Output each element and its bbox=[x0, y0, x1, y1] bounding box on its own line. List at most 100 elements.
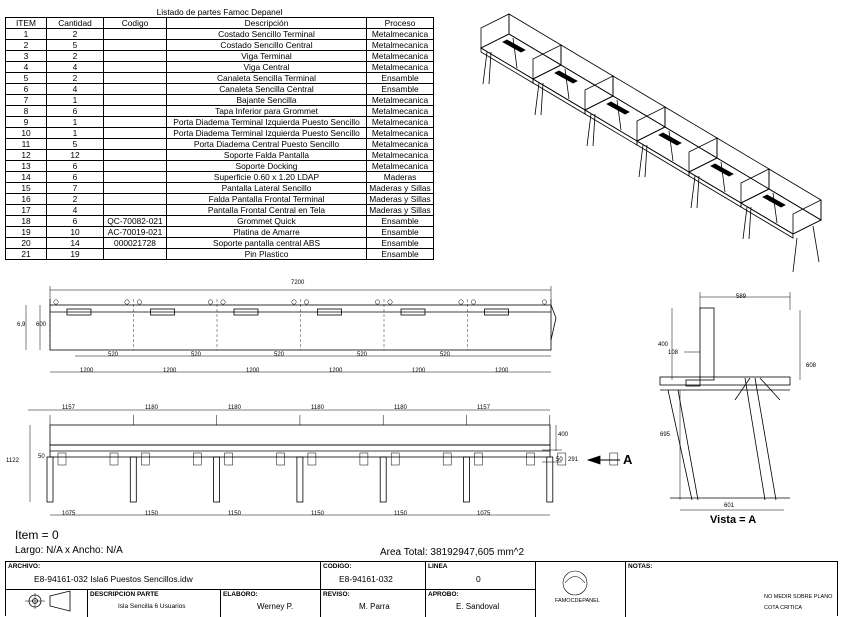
top-gap-dim: 520 bbox=[274, 352, 285, 358]
symbol-cell bbox=[6, 590, 88, 617]
top-module-dim: 1200 bbox=[163, 368, 177, 374]
leg bbox=[129, 456, 137, 503]
front-left-small-dim: 50 bbox=[38, 454, 45, 460]
side-h3-dim: 695 bbox=[660, 432, 671, 438]
side-h2-dim: 608 bbox=[806, 363, 817, 369]
descripcion-value: Isla Sencilla 6 Usuarios bbox=[118, 603, 186, 610]
front-bottom-dim: 1150 bbox=[228, 511, 241, 517]
parts-cell: Ensamble bbox=[366, 248, 434, 260]
leg bbox=[546, 456, 554, 503]
front-bottom-dim: 1075 bbox=[62, 511, 76, 517]
view-arrow-label: A bbox=[623, 452, 633, 467]
title-block: ARCHIVO: E8-94161-032 Isla6 Puestos Senc… bbox=[5, 561, 839, 617]
top-module-dim: 1200 bbox=[80, 368, 94, 374]
side-width-bottom-dim: 601 bbox=[724, 503, 735, 509]
notas-label: NOTAS: bbox=[628, 563, 653, 570]
elaboro-cell: ELABORO: Werney P. bbox=[221, 590, 321, 617]
front-bottom-dim: 1075 bbox=[477, 511, 491, 517]
grommet-slot bbox=[317, 308, 342, 316]
front-right-small-dim: 50 bbox=[556, 457, 563, 463]
front-segment-dim: 1180 bbox=[145, 405, 158, 411]
archivo-value: E8-94161-032 Isla6 Puestos Sencillos.idw bbox=[34, 574, 193, 584]
elaboro-label: ELABORO: bbox=[223, 591, 258, 598]
grommet-slot bbox=[233, 308, 259, 316]
side-d1-dim: 108 bbox=[668, 350, 679, 356]
logo-cell: FAMOCDEPANEL bbox=[536, 562, 626, 617]
front-view bbox=[28, 409, 620, 516]
top-gap-dim: 520 bbox=[357, 352, 368, 358]
grommet-slot bbox=[400, 308, 426, 316]
front-segment-dim: 1157 bbox=[62, 405, 75, 411]
projection-symbol bbox=[25, 590, 71, 612]
top-height-a-dim: 6,9 bbox=[17, 322, 26, 328]
reviso-value: M. Parra bbox=[359, 602, 390, 611]
company-logo bbox=[562, 570, 588, 596]
top-view bbox=[25, 286, 557, 373]
front-bottom-dim: 1150 bbox=[311, 511, 324, 517]
leg bbox=[379, 456, 387, 503]
parts-cell: Pin Plastico bbox=[166, 248, 367, 260]
leg bbox=[296, 456, 304, 503]
leg bbox=[213, 456, 221, 503]
isometric-view bbox=[480, 13, 822, 273]
leg bbox=[46, 456, 54, 503]
reviso-cell: REVISO: M. Parra bbox=[321, 590, 426, 617]
grommet-slot bbox=[150, 308, 175, 316]
archivo-label: ARCHIVO: bbox=[8, 563, 41, 570]
aprobo-cell: APROBO: E. Sandoval bbox=[426, 590, 536, 617]
grommet-slot bbox=[66, 308, 92, 316]
aprobo-value: E. Sandoval bbox=[456, 602, 500, 611]
codigo-value: E8-94161-032 bbox=[339, 574, 393, 584]
top-gap-dim: 520 bbox=[108, 352, 119, 358]
top-overall-dim: 7200 bbox=[291, 280, 305, 286]
note-no-medir: NO MEDIR SOBRE PLANO bbox=[764, 594, 833, 600]
company-name: FAMOCDEPANEL bbox=[555, 598, 600, 604]
side-h1-dim: 400 bbox=[658, 342, 669, 348]
top-module-dim: 1200 bbox=[412, 368, 426, 374]
linea-value: 0 bbox=[476, 574, 481, 584]
front-segment-dim: 1180 bbox=[394, 405, 407, 411]
descripcion-cell: DESCRIPCION PARTE Isla Sencilla 6 Usuari… bbox=[88, 590, 221, 617]
front-right-b-dim: 291 bbox=[568, 457, 579, 463]
top-gap-dim: 520 bbox=[440, 352, 451, 358]
reviso-label: REVISO: bbox=[323, 591, 350, 598]
side-width-top-dim: 589 bbox=[736, 294, 747, 300]
front-bottom-dim: 1150 bbox=[145, 511, 158, 517]
aprobo-label: APROBO: bbox=[428, 591, 459, 598]
front-height-dim: 1122 bbox=[6, 458, 19, 464]
top-height-b-dim: 600 bbox=[36, 322, 47, 328]
top-module-dim: 1200 bbox=[329, 368, 343, 374]
top-module-dim: 1200 bbox=[246, 368, 260, 374]
parts-cell: 19 bbox=[46, 248, 104, 260]
descripcion-label: DESCRIPCION PARTE bbox=[90, 591, 159, 598]
front-right-c-dim: 400 bbox=[558, 432, 569, 438]
front-segment-dim: 1180 bbox=[228, 405, 241, 411]
notas-cell: NOTAS: NO MEDIR SOBRE PLANO COTA CRITICA bbox=[626, 562, 839, 617]
side-view bbox=[659, 292, 801, 511]
linea-cell: LINEA 0 bbox=[426, 562, 536, 590]
note-cota-critica: COTA CRITICA bbox=[764, 605, 803, 611]
leg bbox=[463, 456, 470, 503]
grommet-slot bbox=[484, 308, 509, 316]
codigo-cell: CODIGO: E8-94161-032 bbox=[321, 562, 426, 590]
top-module-dim: 1200 bbox=[495, 368, 509, 374]
archivo-cell: ARCHIVO: E8-94161-032 Isla6 Puestos Senc… bbox=[6, 562, 321, 590]
elaboro-value: Werney P. bbox=[257, 602, 294, 611]
front-segment-dim: 1180 bbox=[311, 405, 324, 411]
side-view-caption: Vista = A bbox=[710, 514, 757, 526]
top-gap-dim: 520 bbox=[191, 352, 202, 358]
linea-label: LINEA bbox=[428, 563, 448, 570]
codigo-label: CODIGO: bbox=[323, 563, 352, 570]
